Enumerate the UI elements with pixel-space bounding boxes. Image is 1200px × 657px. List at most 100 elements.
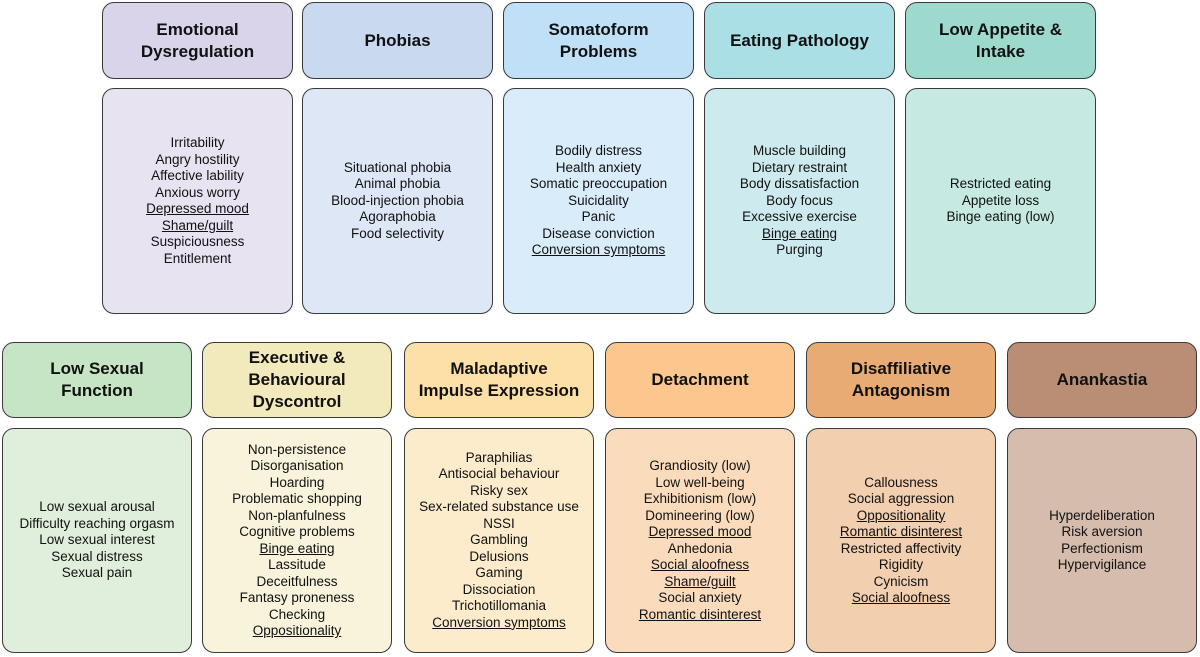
low-sexual-function-item: Low sexual arousal: [39, 499, 155, 515]
disaffiliative-antagonism-item: Oppositionality: [856, 507, 946, 523]
maladaptive-impulse-expression-item: NSSI: [483, 515, 515, 531]
anankastia-item: Hyperdeliberation: [1049, 507, 1155, 523]
somatoform-problems-item: Health anxiety: [555, 159, 642, 175]
low-sexual-function-title-line: Function: [61, 381, 133, 400]
somatoform-problems-item: Bodily distress: [554, 143, 643, 159]
anankastia-title-line: Anankastia: [1056, 370, 1148, 389]
detachment-item: Shame/guilt: [664, 573, 736, 589]
maladaptive-impulse-expression-item: Risky sex: [470, 482, 528, 498]
low-appetite-and-intake-title-line: Low Appetite &: [938, 19, 1063, 39]
eating-pathology-item: Dietary restraint: [751, 159, 848, 175]
maladaptive-impulse-expression-title-line: Impulse Expression: [418, 381, 580, 400]
phobias-item: Situational phobia: [343, 159, 452, 175]
detachment-title-line: Detachment: [651, 370, 749, 389]
eating-pathology-title-line: Eating Pathology: [730, 30, 869, 50]
maladaptive-impulse-expression-item: Conversion symptoms: [432, 614, 566, 630]
emotional-dysregulation-item: Depressed mood: [146, 201, 249, 216]
disaffiliative-antagonism-item: Restricted affectivity: [840, 540, 962, 556]
executive-and-behavioural-dyscontrol-item: Lassitude: [268, 557, 326, 572]
emotional-dysregulation-item: Angry hostility: [155, 151, 240, 167]
maladaptive-impulse-expression-title-line: Maladaptive: [450, 359, 548, 378]
eating-pathology-item: Binge eating: [761, 225, 838, 241]
detachment-item: Grandiosity (low): [649, 458, 751, 473]
executive-and-behavioural-dyscontrol-item: Non-planfulness: [248, 507, 346, 523]
disaffiliative-antagonism-item: Social aloofness: [851, 590, 951, 605]
somatoform-problems-title-line: Somatoform: [548, 19, 649, 39]
low-sexual-function-item: Sexual distress: [51, 548, 143, 564]
detachment-item: Anhedonia: [667, 540, 733, 556]
phobias-item: Food selectivity: [350, 225, 445, 241]
emotional-dysregulation-item: Entitlement: [163, 250, 232, 266]
maladaptive-impulse-expression-item: Delusions: [469, 548, 529, 564]
phobias-item: Animal phobia: [354, 176, 441, 192]
executive-and-behavioural-dyscontrol-title-line: Behavioural: [248, 370, 346, 389]
disaffiliative-antagonism-item: Romantic disinterest: [839, 524, 963, 539]
low-sexual-function-item: Low sexual interest: [39, 532, 155, 548]
detachment-item: Domineering (low): [645, 507, 755, 523]
eating-pathology-item: Body focus: [766, 192, 833, 208]
disaffiliative-antagonism-item: Rigidity: [878, 557, 924, 572]
executive-and-behavioural-dyscontrol-item: Deceitfulness: [256, 573, 338, 589]
disaffiliative-antagonism-title-line: Antagonism: [851, 381, 951, 400]
emotional-dysregulation-item: Anxious worry: [155, 184, 240, 200]
anankastia-item: Perfectionism: [1061, 540, 1143, 556]
anankastia-item: Hypervigilance: [1057, 557, 1147, 572]
executive-and-behavioural-dyscontrol-item: Binge eating: [259, 540, 335, 556]
maladaptive-impulse-expression-item: Paraphilias: [465, 449, 533, 465]
somatoform-problems-item: Somatic preoccupation: [529, 176, 668, 192]
eating-pathology-header: Eating Pathology: [704, 2, 895, 79]
low-appetite-and-intake-header: Low Appetite &Intake: [905, 2, 1096, 79]
anankastia-item: Risk aversion: [1061, 524, 1143, 539]
somatoform-problems-item: Disease conviction: [542, 225, 655, 241]
eating-pathology-item: Body dissatisfaction: [739, 176, 860, 192]
executive-and-behavioural-dyscontrol-item: Problematic shopping: [232, 491, 362, 506]
anankastia-header: Anankastia: [1007, 342, 1197, 418]
emotional-dysregulation-item: Suspiciousness: [150, 234, 245, 249]
somatoform-problems-title-line: Problems: [559, 41, 638, 61]
detachment-item: Romantic disinterest: [638, 606, 762, 622]
executive-and-behavioural-dyscontrol-item: Disorganisation: [250, 458, 344, 473]
executive-and-behavioural-dyscontrol-item: Cognitive problems: [239, 524, 355, 539]
somatoform-problems-item: Suicidality: [568, 192, 629, 208]
executive-and-behavioural-dyscontrol-title-line: Executive &: [248, 348, 346, 367]
disaffiliative-antagonism-item: Cynicism: [873, 573, 929, 589]
eating-pathology-item: Muscle building: [752, 143, 847, 159]
maladaptive-impulse-expression-item: Trichotillomania: [451, 598, 547, 614]
eating-pathology-item: Purging: [776, 242, 823, 258]
executive-and-behavioural-dyscontrol-title-line: Dyscontrol: [252, 392, 342, 411]
emotional-dysregulation-title-line: Dysregulation: [140, 41, 255, 61]
detachment-item: Low well-being: [655, 474, 745, 490]
detachment-item: Social aloofness: [650, 557, 750, 572]
emotional-dysregulation-title-line: Emotional: [156, 19, 239, 39]
disaffiliative-antagonism-item: Callousness: [864, 474, 938, 490]
executive-and-behavioural-dyscontrol-item: Non-persistence: [247, 441, 347, 457]
detachment-item: Social anxiety: [658, 590, 742, 605]
maladaptive-impulse-expression-item: Gambling: [470, 532, 528, 548]
detachment-item: Depressed mood: [648, 524, 752, 539]
low-appetite-and-intake-item: Appetite loss: [961, 192, 1040, 208]
maladaptive-impulse-expression-item: Antisocial behaviour: [438, 466, 560, 482]
detachment-header: Detachment: [605, 342, 795, 418]
low-sexual-function-title-line: Low Sexual: [50, 359, 144, 378]
low-sexual-function-item: Difficulty reaching orgasm: [19, 515, 175, 531]
low-appetite-and-intake-item: Binge eating (low): [946, 209, 1055, 225]
low-appetite-and-intake-title-line: Intake: [975, 41, 1026, 61]
phobias-header: Phobias: [302, 2, 493, 79]
emotional-dysregulation-item: Shame/guilt: [161, 217, 234, 233]
phobias-title-line: Phobias: [364, 30, 431, 50]
